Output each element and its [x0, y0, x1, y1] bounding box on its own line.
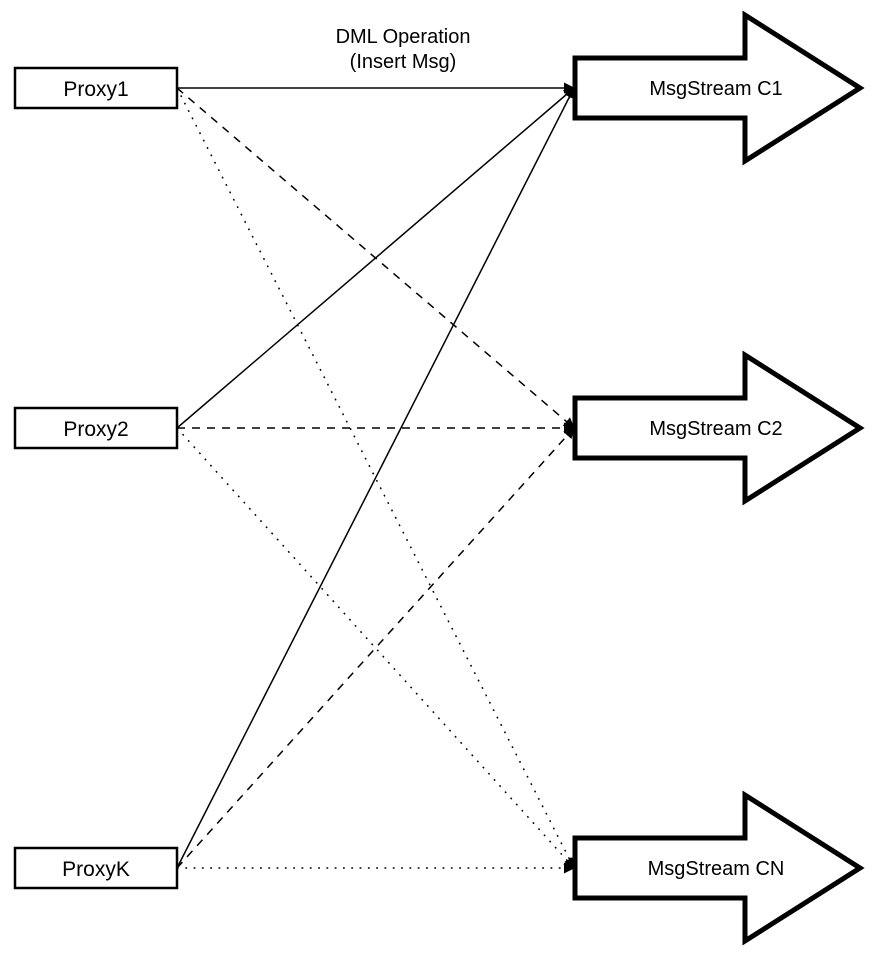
msgstream-c1-arrow-shape	[572, 10, 865, 166]
proxy2-box	[13, 406, 179, 450]
connection-proxy2-cn	[176, 427, 575, 869]
proxy2-label: Proxy2	[63, 418, 128, 441]
connection-proxyk-c1	[176, 87, 575, 869]
msgstream-c2-arrow-shape	[572, 350, 865, 506]
msgstream-cn-label: MsgStream CN	[648, 858, 785, 880]
proxy-node-2: Proxy2	[13, 406, 179, 450]
title-line-2: (Insert Msg)	[350, 51, 457, 73]
connections	[176, 82, 575, 874]
stream-node-c2: MsgStream C2	[572, 350, 865, 506]
stream-node-cn: MsgStream CN	[572, 790, 865, 946]
proxyk-box	[13, 846, 179, 890]
proxy-node-k: ProxyK	[13, 846, 179, 890]
proxy1-box	[13, 66, 179, 110]
proxy1-label: Proxy1	[63, 78, 128, 101]
msgstream-c2-label: MsgStream C2	[649, 418, 782, 440]
connection-proxy2-c1	[176, 87, 575, 429]
diagram-title: DML Operation (Insert Msg)	[336, 26, 471, 73]
msgstream-cn-arrow-shape	[572, 790, 865, 946]
msgstream-c1-label: MsgStream C1	[649, 78, 782, 100]
proxyk-label: ProxyK	[62, 858, 130, 881]
connection-proxyk-c2	[176, 427, 575, 869]
proxy-node-1: Proxy1	[13, 66, 179, 110]
stream-node-c1: MsgStream C1	[572, 10, 865, 166]
title-line-1: DML Operation	[336, 26, 471, 48]
